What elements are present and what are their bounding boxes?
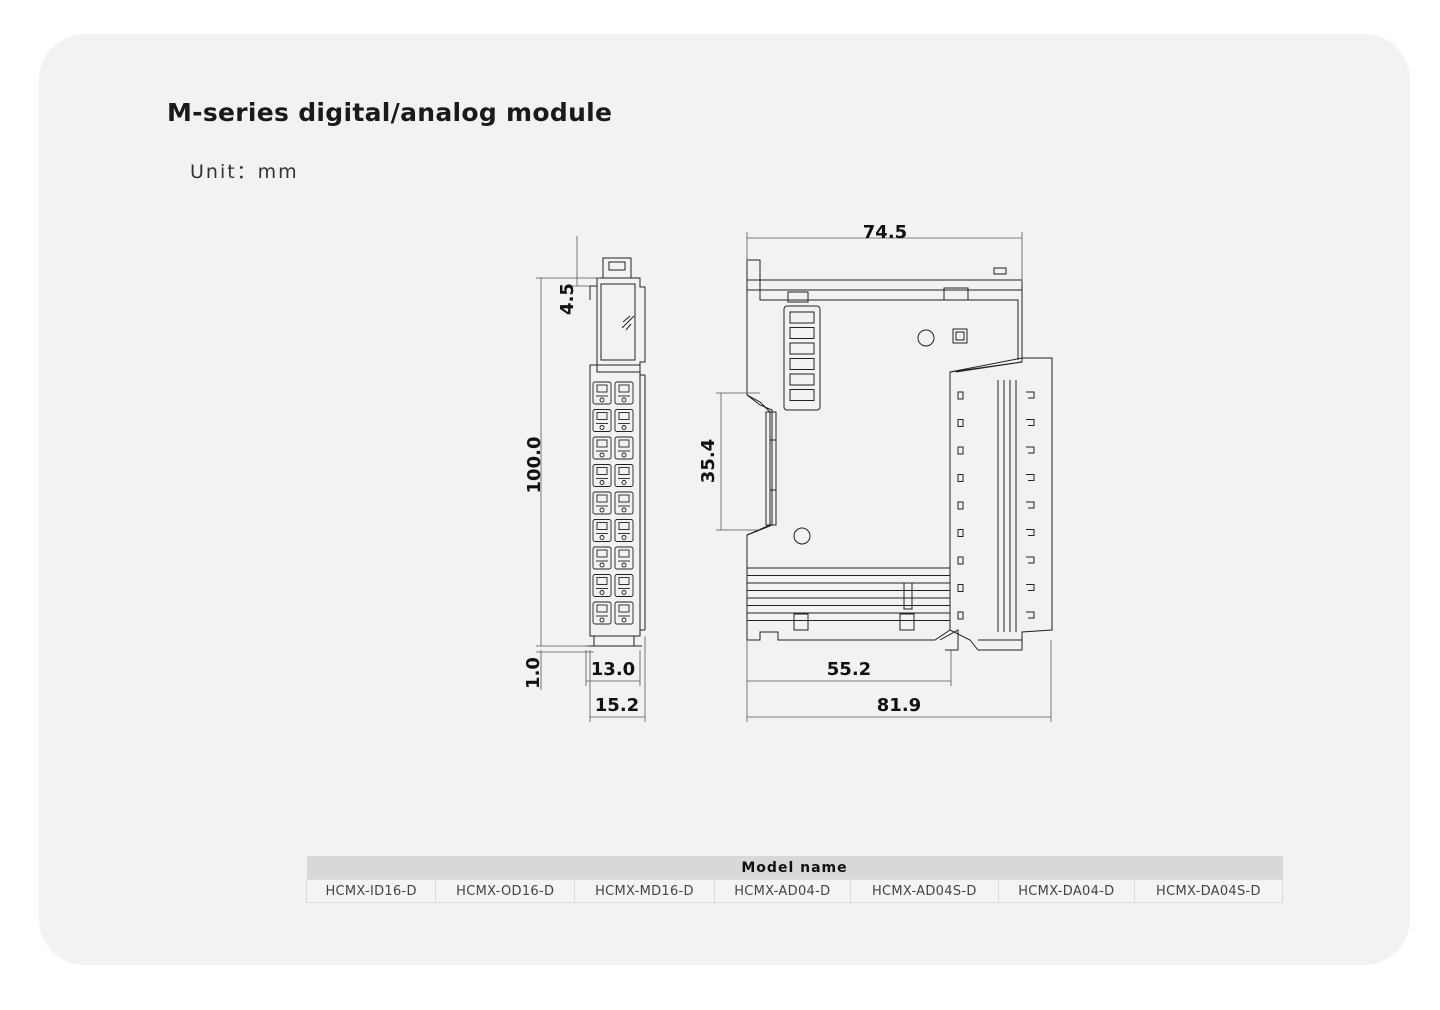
content-panel [39,34,1410,965]
front-view [586,257,646,647]
unit-label: Unit：mm [190,161,299,183]
table-row: HCMX-ID16-D HCMX-OD16-D HCMX-MD16-D HCMX… [305,879,1284,903]
dimension-lines [536,232,1052,722]
model-cell: HCMX-AD04S-D [849,879,999,903]
model-cell: HCMX-ID16-D [305,879,437,903]
dim-top-offset: 4.5 [557,283,578,315]
dim-inner-depth: 55.2 [827,659,871,680]
model-cell: HCMX-OD16-D [435,879,576,903]
model-cell: HCMX-AD04-D [713,879,851,903]
dim-bottom-offset: 1.0 [523,657,544,689]
dim-rail-height: 35.4 [698,439,719,483]
model-table-header: Model name [306,856,1283,880]
side-view [746,259,1053,651]
model-cell: HCMX-MD16-D [574,879,715,903]
model-cell: HCMX-DA04-D [997,879,1135,903]
model-cell: HCMX-DA04S-D [1133,879,1284,903]
dim-top-width: 74.5 [863,222,907,243]
dim-height: 100.0 [524,437,545,494]
dim-front-width: 13.0 [591,659,635,680]
model-table: Model name HCMX-ID16-D HCMX-OD16-D HCMX-… [305,856,1284,903]
dim-total-depth: 81.9 [877,695,921,716]
page-title: M-series digital/analog module [167,98,613,127]
dim-total-width: 15.2 [595,695,639,716]
